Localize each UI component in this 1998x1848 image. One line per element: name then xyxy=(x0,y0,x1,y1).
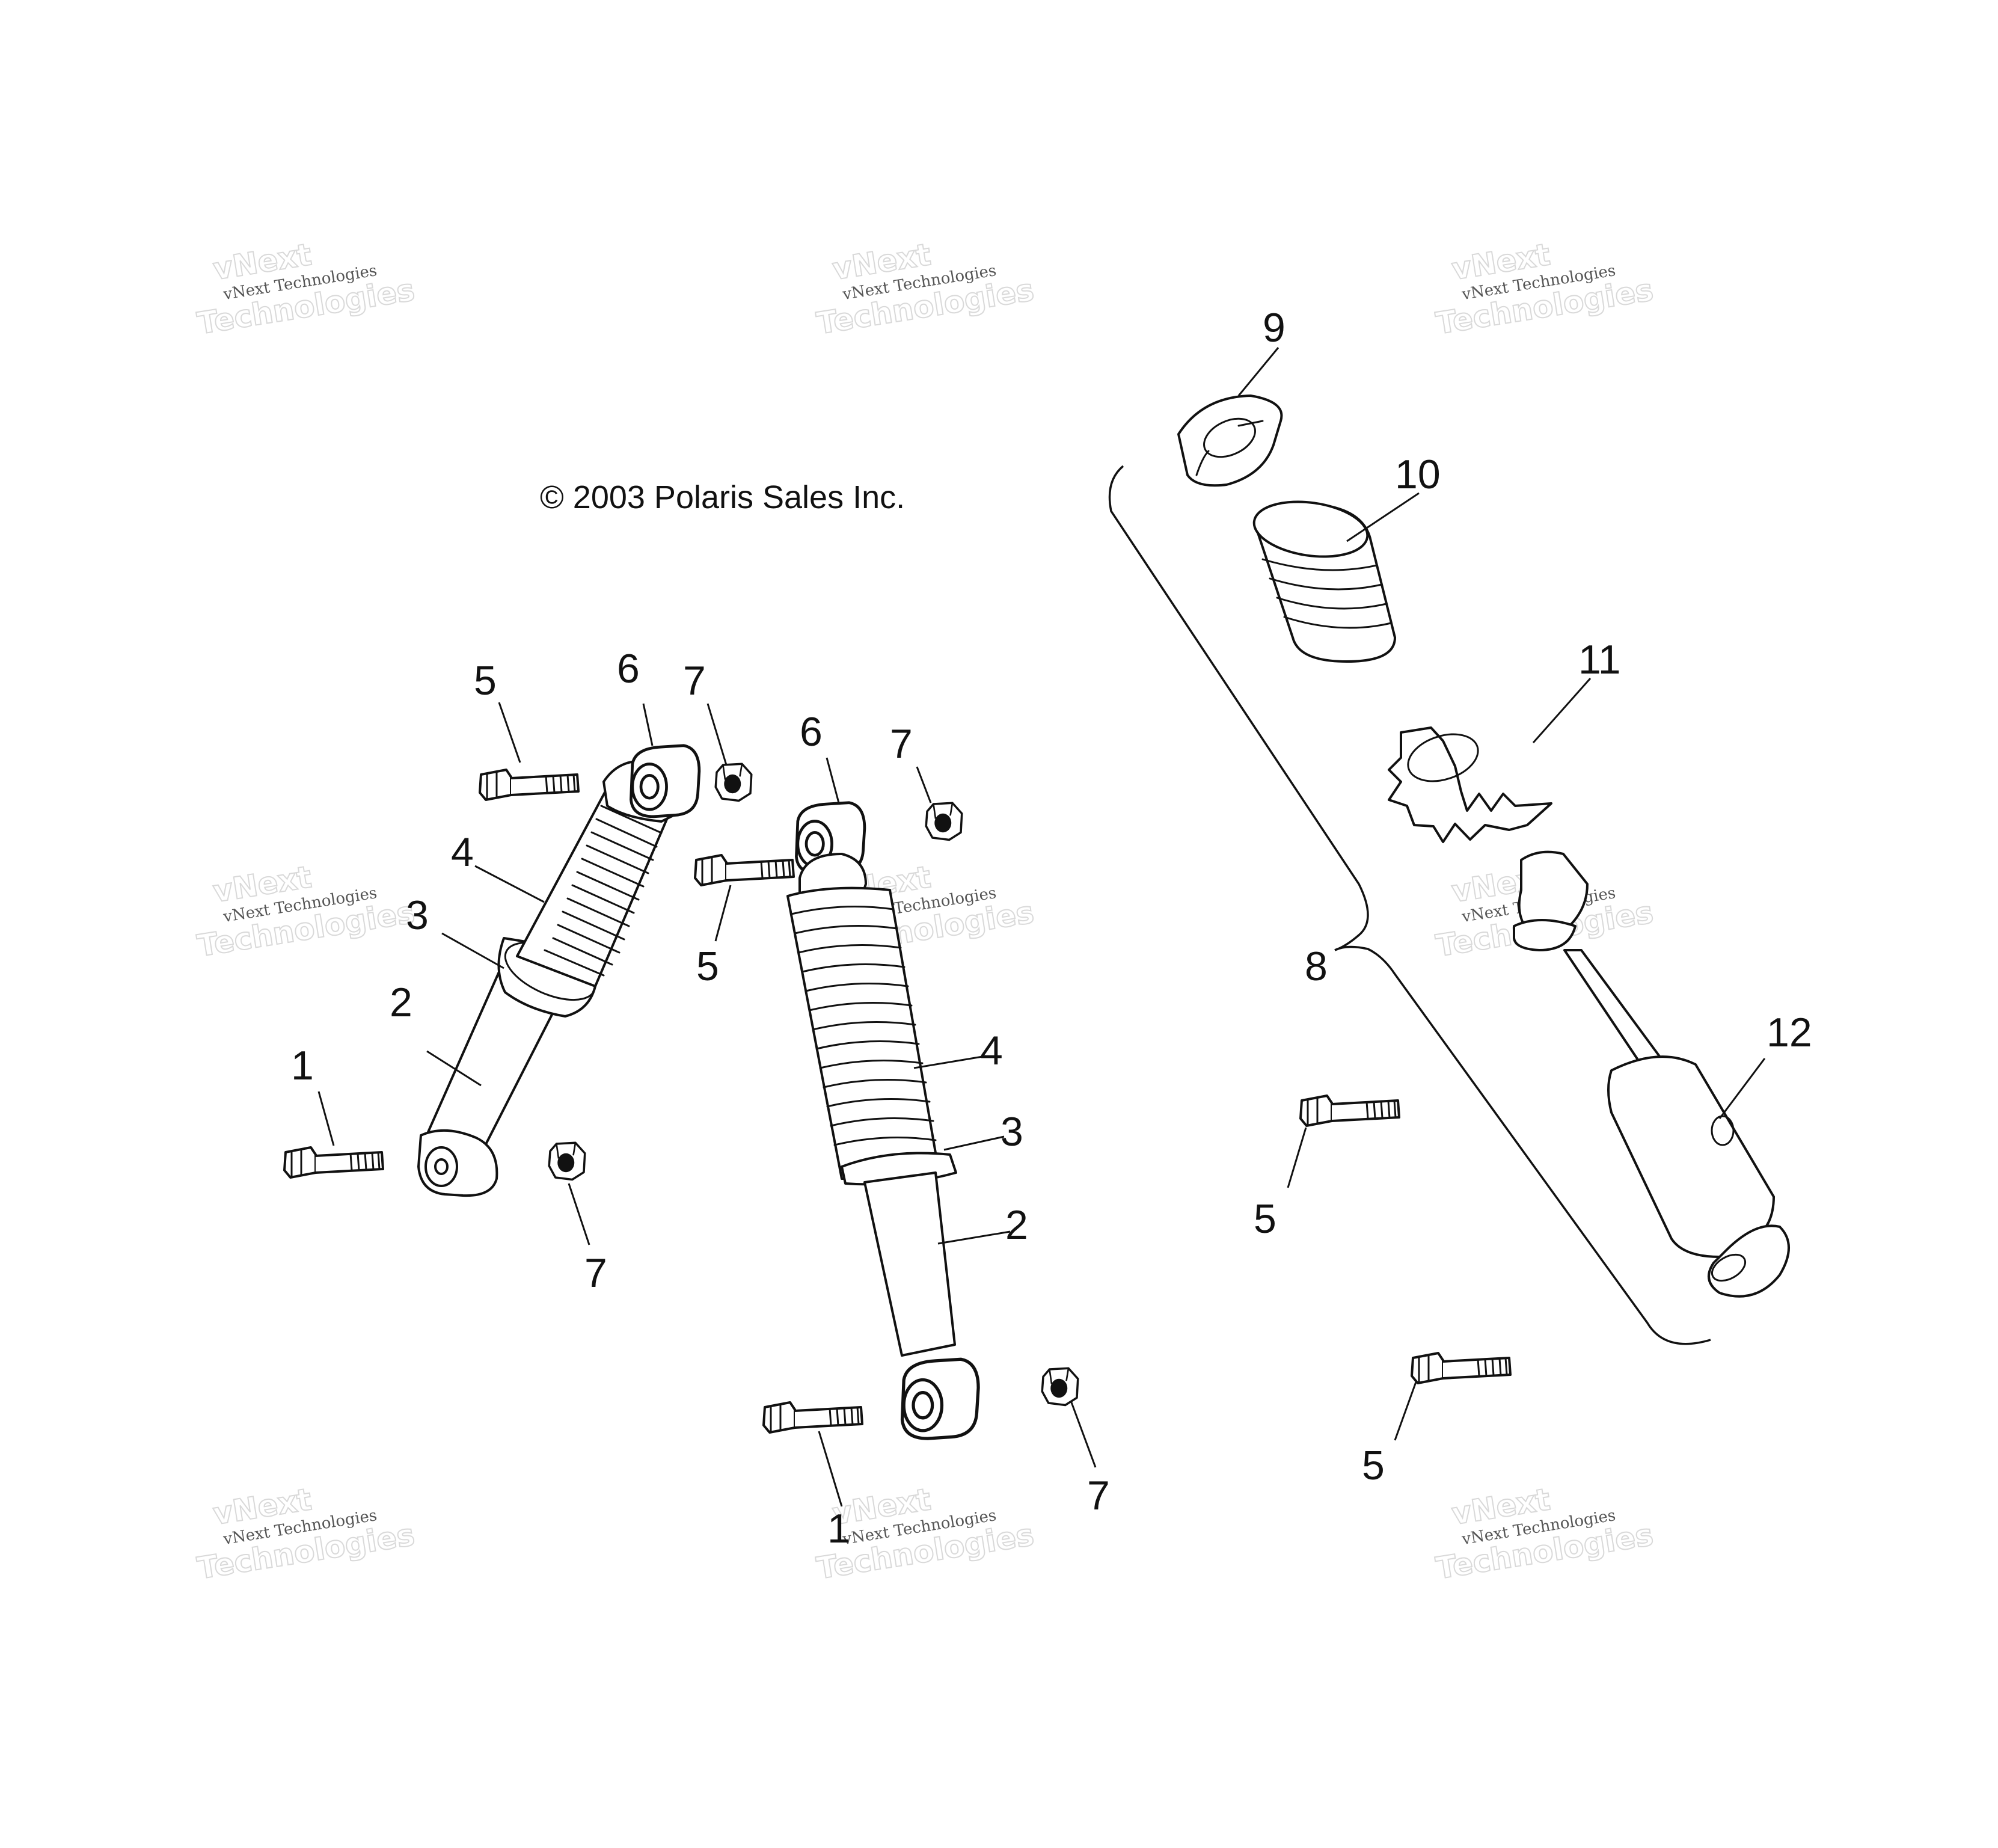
copyright-notice: © 2003 Polaris Sales Inc. xyxy=(540,479,905,515)
left-shock-lower-bolt xyxy=(283,1146,384,1179)
callout-damper: 12 xyxy=(1767,1010,1812,1055)
center-shock-upper-nut xyxy=(925,802,963,841)
callout-center-body: 2 xyxy=(1005,1202,1028,1248)
watermark-mid-left: vNext vNext Technologies Technologies xyxy=(194,859,417,964)
callout-left-bolt-lower: 1 xyxy=(291,1043,314,1088)
callout-left-retainer: 3 xyxy=(406,892,429,938)
left-shock-upper-bolt xyxy=(479,769,580,801)
spring-clip xyxy=(1177,394,1283,487)
callout-center-retainer: 3 xyxy=(1001,1109,1023,1155)
callout-center-nut-lower: 7 xyxy=(1087,1473,1110,1518)
watermark-top-right: vNext vNext Technologies Technologies xyxy=(1433,236,1656,342)
center-shock-lower-eye xyxy=(902,1359,979,1438)
right-assembly-upper-bolt xyxy=(1299,1094,1400,1127)
callout-left-body: 2 xyxy=(390,980,412,1025)
callout-clip: 9 xyxy=(1263,305,1286,351)
right-assembly xyxy=(1108,394,1790,1384)
watermark-top-left: vNext vNext Technologies Technologies xyxy=(194,236,417,342)
callout-damper-spring: 10 xyxy=(1395,452,1441,497)
callout-left-bushing: 6 xyxy=(617,646,640,692)
left-shock-upper-nut xyxy=(714,763,753,802)
callout-center-nut-upper: 7 xyxy=(890,721,913,767)
assembly-bracket xyxy=(1108,465,1711,1345)
callout-left-bolt-upper: 5 xyxy=(474,658,497,704)
callout-left-nut-upper: 7 xyxy=(683,658,706,704)
watermark-top-center: vNext vNext Technologies Technologies xyxy=(814,236,1037,342)
damper-body xyxy=(1513,850,1790,1298)
watermark-bottom-right: vNext vNext Technologies Technologies xyxy=(1433,1481,1656,1586)
preload-adjuster xyxy=(1388,726,1552,843)
leader-lines xyxy=(317,347,1766,1507)
center-shock-body xyxy=(863,1171,956,1357)
callout-left-nut-lower: 7 xyxy=(584,1250,607,1296)
callout-right-bolt-upper: 5 xyxy=(1254,1196,1276,1242)
callout-right-bolt-lower: 5 xyxy=(1362,1443,1385,1488)
callout-left-spring: 4 xyxy=(451,829,474,875)
damper-spring xyxy=(1252,500,1396,663)
callout-center-spring: 4 xyxy=(980,1028,1003,1073)
callout-assembly: 8 xyxy=(1305,944,1328,989)
left-shock-body xyxy=(417,960,564,1197)
callout-center-bushing: 6 xyxy=(800,709,823,755)
callout-center-bolt-upper: 5 xyxy=(696,944,719,989)
center-shock-lower-nut xyxy=(1041,1367,1079,1407)
watermark-bottom-left: vNext vNext Technologies Technologies xyxy=(194,1481,417,1586)
center-shock xyxy=(694,802,1079,1438)
left-shock xyxy=(283,746,753,1197)
callout-adjuster: 11 xyxy=(1578,637,1621,683)
right-assembly-lower-bolt xyxy=(1411,1352,1512,1384)
callout-center-bolt-lower: 1 xyxy=(827,1506,850,1552)
callouts: 1 2 3 4 5 6 7 7 5 6 7 4 3 2 1 7 9 10 11 … xyxy=(291,305,1812,1552)
center-shock-upper-bolt xyxy=(694,854,795,886)
left-shock-lower-nut xyxy=(548,1141,586,1181)
center-shock-lower-bolt xyxy=(762,1401,863,1434)
left-shock-bushing xyxy=(631,746,699,817)
